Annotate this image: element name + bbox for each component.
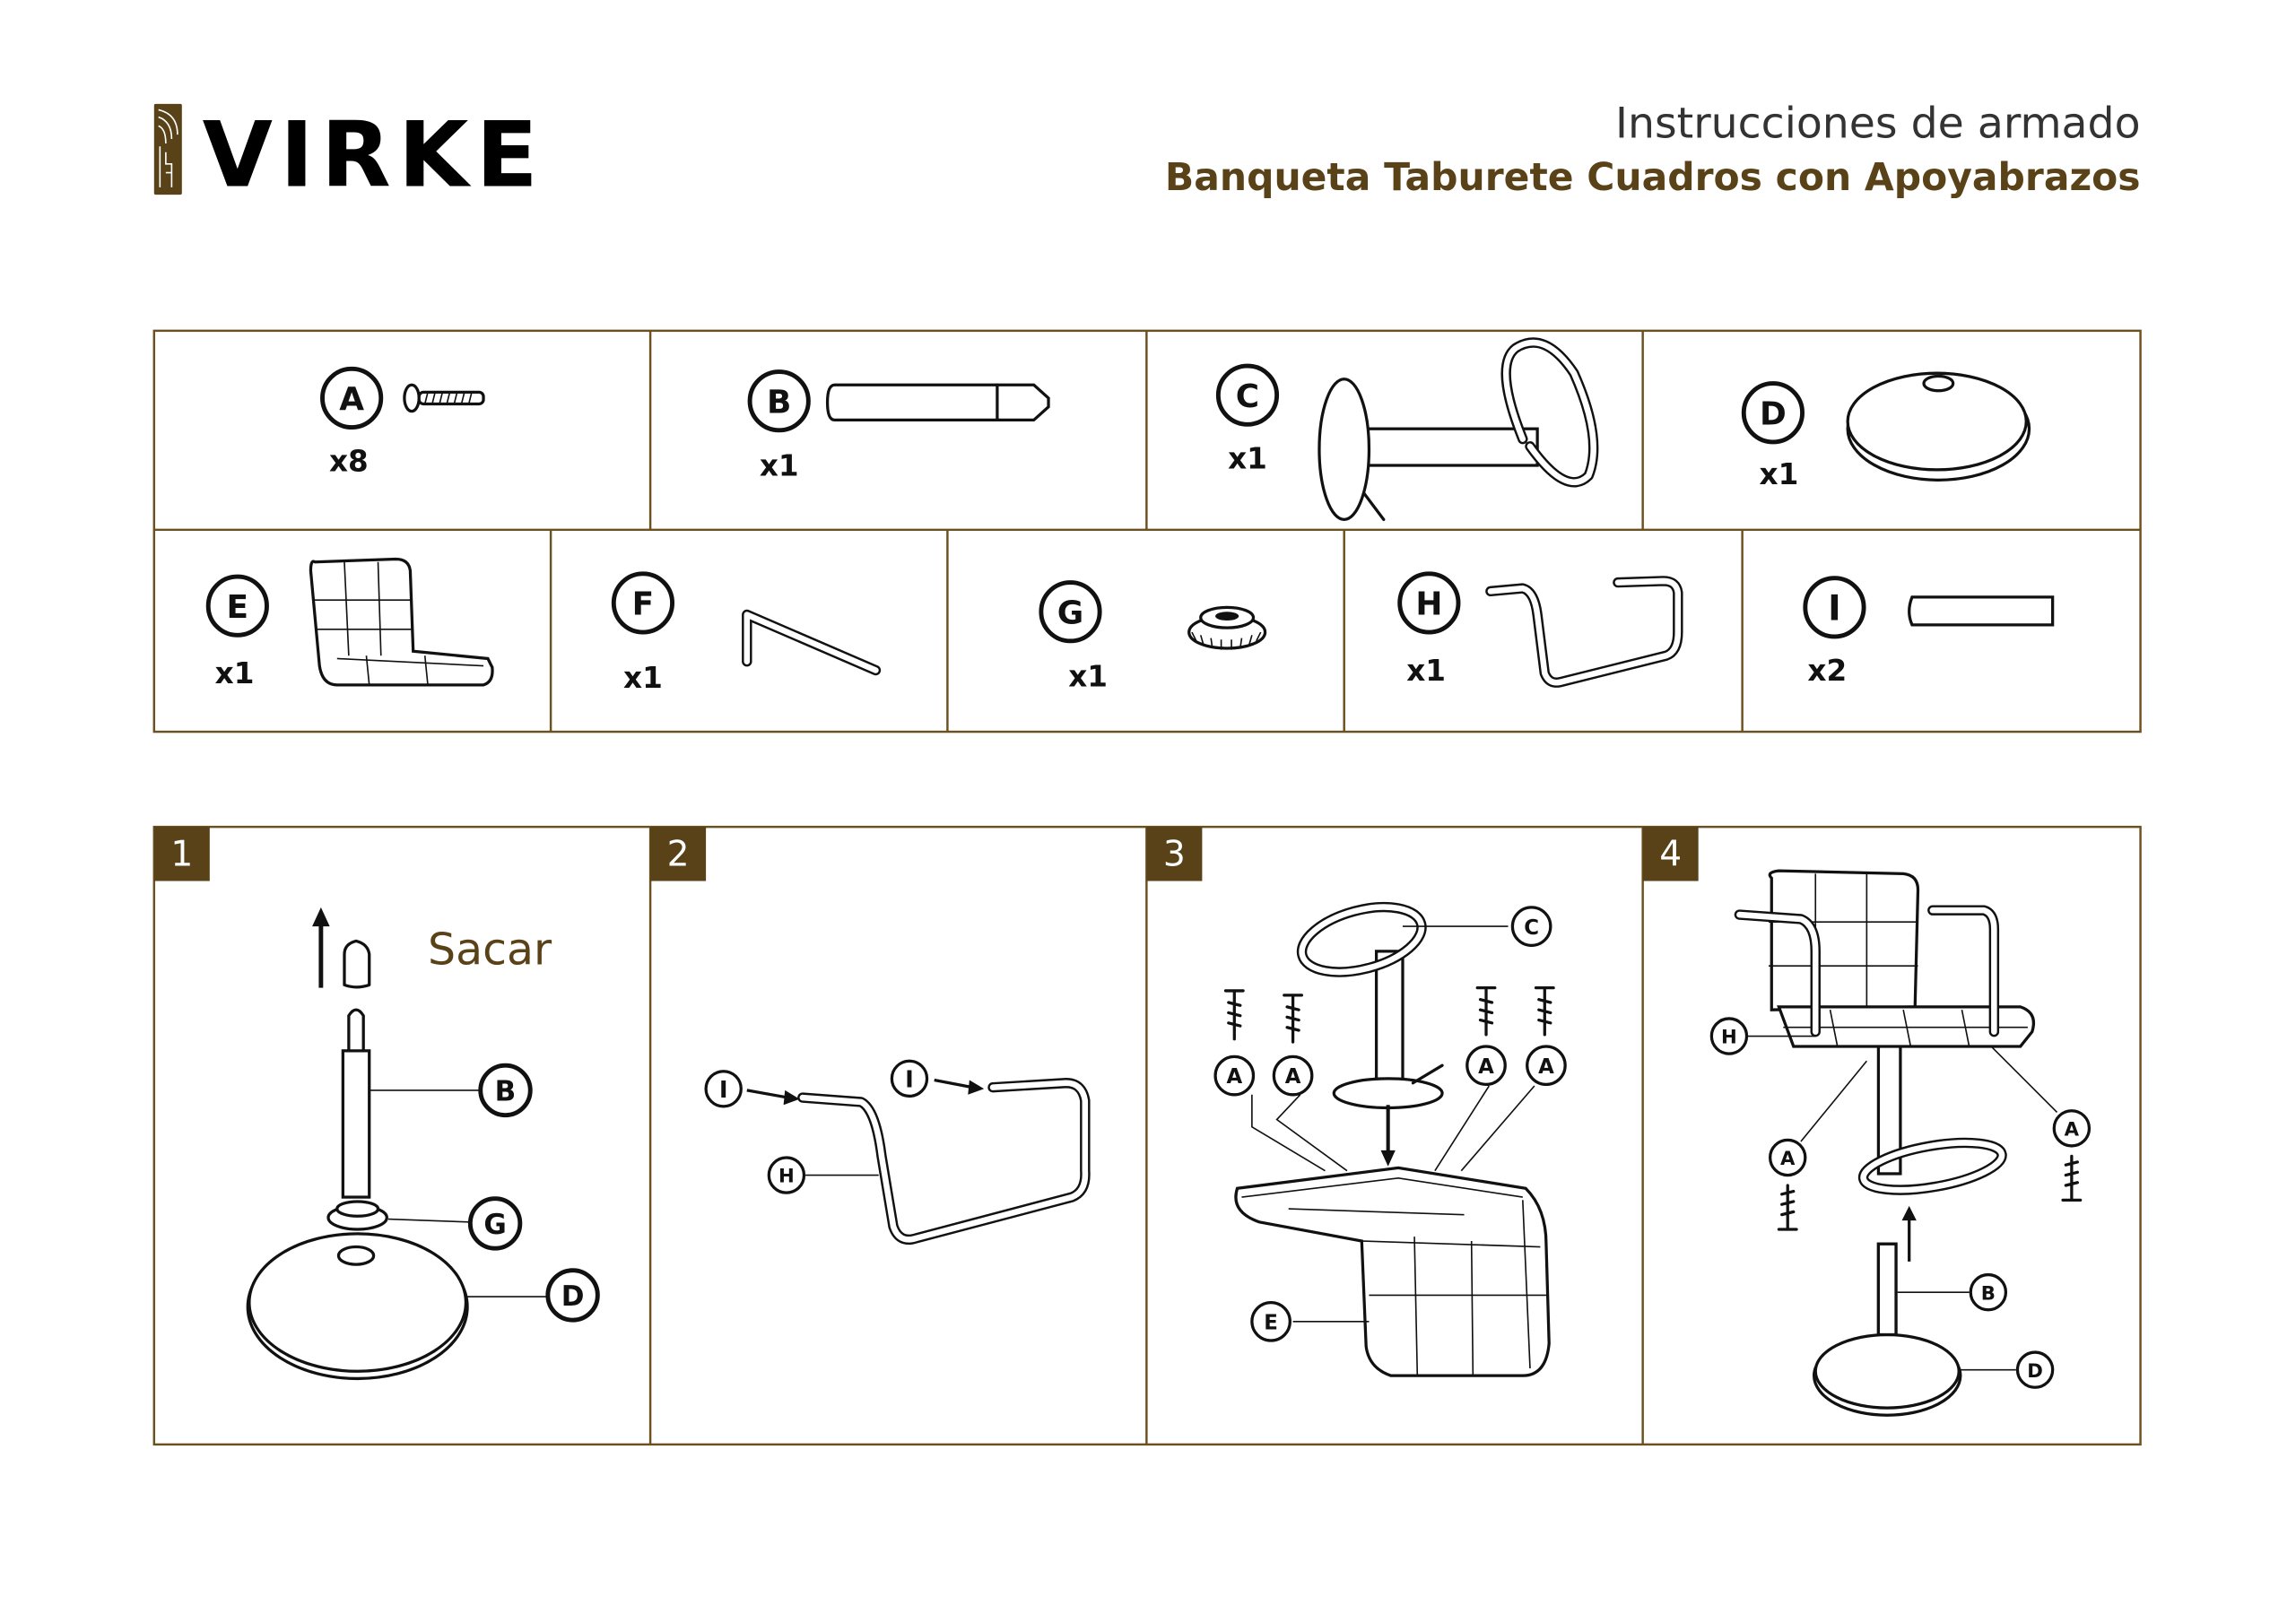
callout-g: G [483,1209,506,1241]
step-3: 3 A A [1146,827,1567,1377]
part-d: D x1 [1741,371,2031,491]
column-footrest-icon [1318,337,1599,522]
part-letter: A [339,381,364,418]
part-letter: B [767,384,791,421]
part-qty: x1 [623,661,663,695]
part-letter: I [1828,588,1841,629]
callout-b: B [1981,1282,1996,1305]
callout-e: E [1264,1311,1278,1334]
nut-icon [1187,605,1267,650]
part-qty: x1 [760,448,799,482]
step-number: 3 [1163,835,1186,875]
part-qty: x1 [1406,654,1446,688]
header-title: Banqueta Taburete Cuadros con Apoyabrazo… [1165,156,2141,200]
brand-name: VIRKE [203,101,545,207]
callout-h: H [778,1166,795,1188]
part-letter: E [227,589,249,626]
parts-table: A x8 B x1 C x1 [152,329,2142,733]
arrow-up-icon [312,907,330,988]
arrow-right-icon [746,1089,800,1106]
seat-icon [309,557,494,687]
screw-icon [1223,986,1555,1044]
step-4: 4 H [1642,827,2092,1417]
brand-logo: VIRKE [153,101,545,207]
callout-a: A [1538,1055,1554,1079]
callout-a: A [1226,1065,1242,1089]
callout-b: B [495,1076,517,1108]
part-letter: F [632,586,655,623]
callout-a: A [1780,1148,1796,1170]
steps-table: 1 Sacar B G D [152,825,2142,1446]
part-letter: G [1057,595,1083,631]
part-e: E x1 [205,557,494,690]
step-1: 1 Sacar B G D [153,827,600,1381]
arrow-down-icon [1380,1105,1396,1167]
part-qty: x1 [1068,659,1108,693]
armrest-icon [1485,576,1683,688]
header-subtitle: Instrucciones de armado [1615,99,2141,148]
part-g: G x1 [1039,580,1267,693]
seat-upside-down-drawing [1234,1166,1551,1377]
callout-i: I [719,1077,728,1104]
callout-a: A [1478,1055,1494,1079]
arrow-right-icon [934,1078,985,1095]
part-qty: x2 [1807,654,1847,688]
hex-key-icon [742,609,882,676]
step-number: 4 [1659,835,1682,875]
step-number: 1 [170,835,193,875]
callout-a: A [1285,1065,1301,1089]
part-f: F x1 [611,571,882,695]
part-a: A x8 [320,366,485,479]
screw-icon [403,383,485,413]
part-b: B x1 [747,369,1050,482]
callout-i: I [905,1066,914,1093]
part-qty: x1 [215,656,255,690]
part-letter: D [1760,395,1787,432]
part-c: C x1 [1215,337,1599,522]
part-qty: x1 [1228,441,1267,475]
callout-h: H [1721,1027,1737,1049]
part-letter: C [1236,378,1259,415]
armrest-drawing [797,1078,1091,1245]
part-letter: H [1415,586,1442,623]
part-i: I x2 [1803,576,2055,688]
arm-pad-icon [1908,595,2055,627]
arrow-up-icon [1901,1205,1917,1262]
part-h: H x1 [1397,571,1683,688]
column-drawing [1296,901,1444,1110]
screw-icon [1777,1154,2083,1231]
end-cap-icon [343,939,371,989]
callout-a: A [2065,1118,2080,1141]
callout-c: C [1524,916,1539,940]
callout-d: D [2027,1360,2043,1383]
step-number: 2 [667,835,690,875]
base-assembly-drawing [246,1008,469,1381]
part-qty: x1 [1760,457,1799,491]
callout-d: D [561,1280,585,1313]
part-qty: x8 [329,445,369,479]
logo-mark-icon [153,103,182,195]
assembled-stool-drawing [1734,869,2036,1417]
rod-icon [825,383,1050,422]
base-disc-icon [1846,371,2031,482]
step-2: 2 I I H [650,827,1091,1245]
remove-note: Sacar [428,924,552,976]
